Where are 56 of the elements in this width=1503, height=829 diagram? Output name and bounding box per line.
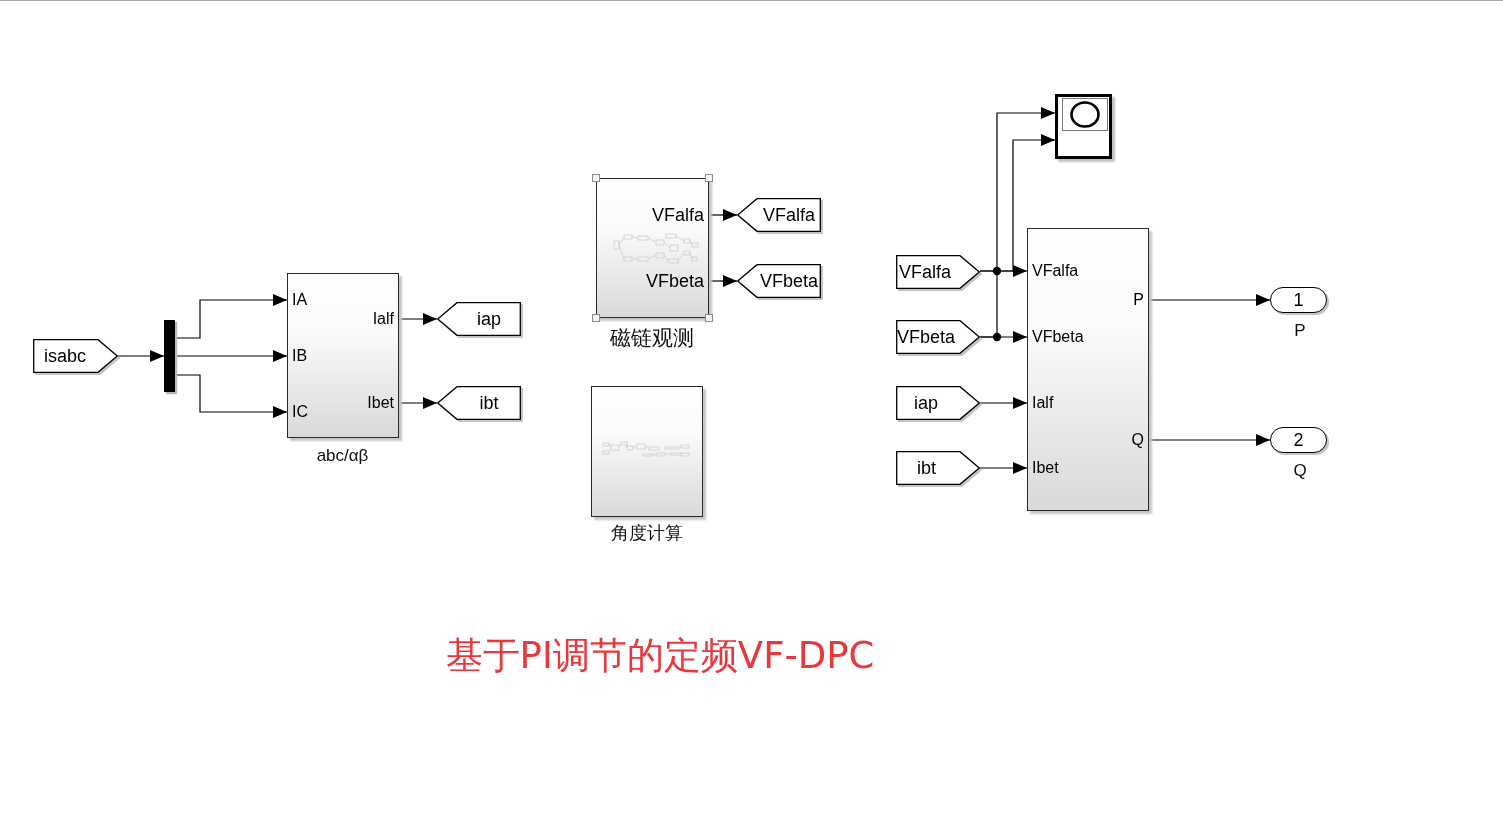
block-name: 磁链观测 bbox=[609, 327, 694, 348]
signal-arrow bbox=[979, 331, 1028, 343]
signal-arrow bbox=[708, 209, 738, 221]
signal-arrow bbox=[979, 397, 1028, 409]
goto-tag bbox=[437, 302, 521, 336]
signal-arrow bbox=[174, 294, 288, 339]
from-tag bbox=[896, 386, 980, 420]
goto-tag bbox=[737, 264, 821, 298]
signal-arrow bbox=[398, 397, 438, 409]
port-label: IA bbox=[292, 291, 308, 308]
port-label: Ialf bbox=[1032, 394, 1054, 411]
port-label: Q bbox=[1131, 431, 1144, 448]
goto-tag bbox=[437, 386, 521, 420]
port-name: Q bbox=[1293, 461, 1307, 479]
tag-label: VFbeta bbox=[897, 328, 956, 346]
port-number: 2 bbox=[1293, 431, 1304, 449]
tag-label: isabc bbox=[44, 347, 87, 365]
from-tag bbox=[896, 320, 980, 354]
port-label: IC bbox=[292, 403, 308, 420]
port-label: VFbeta bbox=[1032, 328, 1084, 345]
signal-arrow bbox=[174, 350, 288, 362]
tag-label: VFalfa bbox=[899, 263, 952, 281]
from-tag bbox=[33, 339, 118, 373]
port-name: P bbox=[1294, 321, 1306, 339]
scope-block bbox=[1055, 94, 1112, 159]
port-label: VFbeta bbox=[645, 271, 704, 290]
port-label: Ibet bbox=[1032, 459, 1059, 476]
tag-label: iap bbox=[477, 310, 501, 328]
signal-arrow bbox=[398, 313, 438, 325]
block-name: 角度计算 bbox=[610, 523, 683, 542]
tag-label: ibt bbox=[479, 394, 499, 412]
port-label: VFalfa bbox=[1032, 262, 1079, 279]
tag-label: VFbeta bbox=[760, 272, 818, 290]
signal-arrow bbox=[979, 265, 1028, 277]
port-label: Ibet bbox=[367, 394, 394, 411]
tag-label: VFalfa bbox=[763, 206, 815, 224]
mux-bar bbox=[164, 320, 175, 392]
block-name: abc/αβ bbox=[316, 446, 369, 463]
signal-arrow bbox=[174, 374, 288, 418]
signal-arrow bbox=[1148, 434, 1271, 446]
port-label: Ialf bbox=[372, 310, 394, 327]
tag-label: ibt bbox=[917, 459, 936, 477]
from-tag bbox=[896, 255, 980, 289]
subsystem-block bbox=[1027, 228, 1149, 511]
port-label: VFalfa bbox=[651, 205, 704, 224]
port-label: P bbox=[1133, 291, 1144, 308]
signal-arrow bbox=[708, 275, 738, 287]
port-number: 1 bbox=[1293, 291, 1304, 309]
signal-arrow bbox=[1148, 294, 1271, 306]
tag-label: iap bbox=[914, 394, 939, 412]
port-label: IB bbox=[292, 347, 308, 364]
signal-arrow bbox=[117, 350, 165, 362]
signal-arrow bbox=[979, 462, 1028, 474]
diagram-title: 基于PI调节的定频VF-DPC bbox=[445, 636, 875, 674]
from-tag bbox=[896, 451, 980, 485]
goto-tag bbox=[737, 198, 821, 232]
